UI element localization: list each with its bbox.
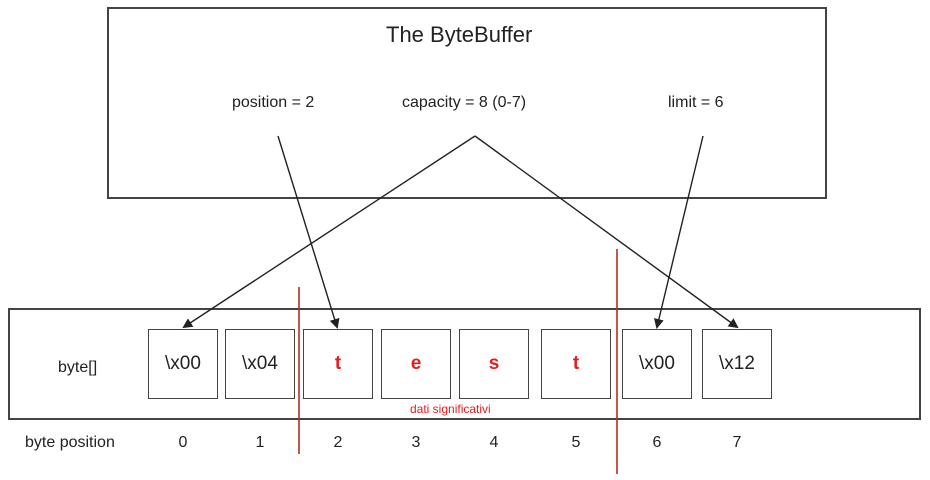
byte-index-6: 6 [652, 434, 662, 451]
byte-cell-7: \x12 [702, 329, 772, 399]
capacity-label: capacity = 8 (0-7) [402, 94, 527, 111]
byte-index-4: 4 [489, 434, 499, 451]
byte-cell-4: s [459, 329, 529, 399]
bytebuffer-title: The ByteBuffer [386, 22, 533, 47]
limit-label: limit = 6 [668, 94, 724, 111]
byte-array-label: byte[] [58, 359, 98, 376]
byte-cell-2: t [303, 329, 373, 399]
byte-cell-0: \x00 [148, 329, 218, 399]
byte-position-label: byte position [25, 434, 115, 451]
byte-index-0: 0 [178, 434, 188, 451]
byte-index-1: 1 [255, 434, 265, 451]
byte-cell-1: \x04 [225, 329, 295, 399]
byte-cell-5: t [541, 329, 611, 399]
byte-index-3: 3 [411, 434, 421, 451]
byte-cell-3: e [381, 329, 451, 399]
byte-cell-6: \x00 [622, 329, 692, 399]
position-label: position = 2 [232, 94, 315, 111]
byte-index-5: 5 [571, 434, 581, 451]
significant-data-label: dati significativi [410, 402, 491, 416]
byte-index-7: 7 [732, 434, 742, 451]
byte-index-2: 2 [333, 434, 343, 451]
